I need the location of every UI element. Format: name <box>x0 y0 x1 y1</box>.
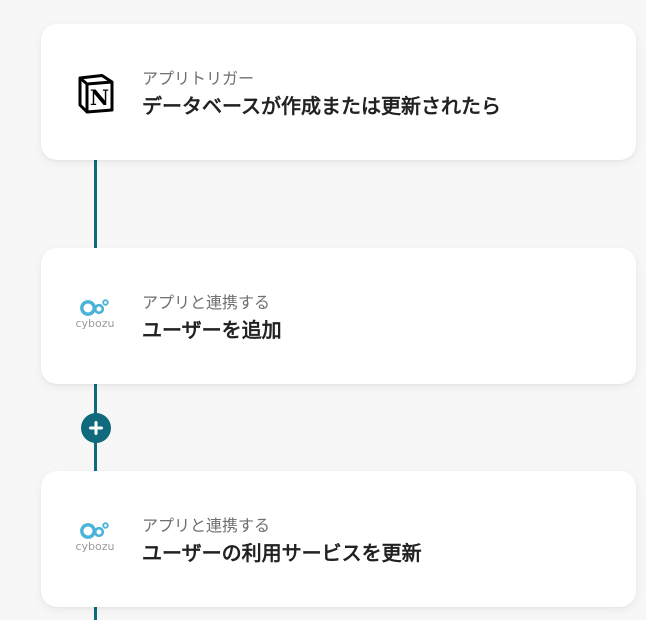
step-type-label: アプリトリガー <box>142 69 255 88</box>
flow-connector-line <box>94 160 97 248</box>
step-type-label: アプリと連携する <box>142 293 271 312</box>
step-title: データベースが作成または更新されたら <box>142 94 501 118</box>
notion-logo-icon: N <box>73 70 119 116</box>
cybozu-logo-icon: cybozu <box>73 517 119 563</box>
flow-step-card-action[interactable]: cybozu アプリと連携する ユーザーの利用サービスを更新 <box>41 471 636 607</box>
plus-icon <box>89 421 103 435</box>
add-step-button[interactable] <box>81 413 111 443</box>
cybozu-logo-icon: cybozu <box>73 294 119 340</box>
flow-connector-line <box>94 606 97 620</box>
flow-step-card-trigger[interactable]: N アプリトリガー データベースが作成または更新されたら <box>41 24 636 160</box>
cybozu-logo-text: cybozu <box>75 540 114 553</box>
step-title: ユーザーを追加 <box>142 318 282 342</box>
step-title: ユーザーの利用サービスを更新 <box>142 541 422 565</box>
step-type-label: アプリと連携する <box>142 516 271 535</box>
flow-step-card-action[interactable]: cybozu アプリと連携する ユーザーを追加 <box>41 248 636 384</box>
svg-text:N: N <box>90 85 109 110</box>
cybozu-logo-text: cybozu <box>75 317 114 330</box>
